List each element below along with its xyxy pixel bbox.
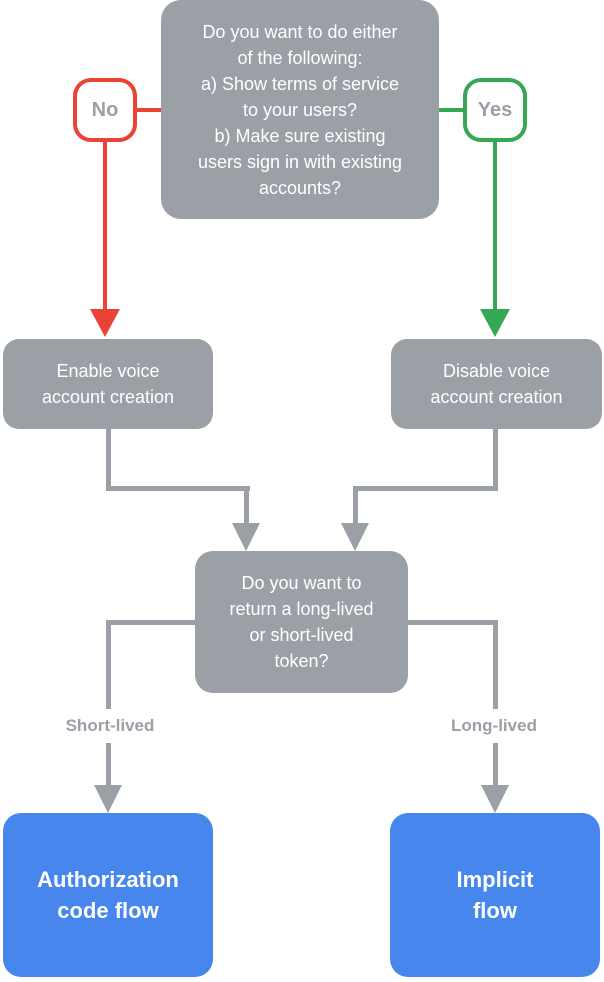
disable-elbow-horizontal-line xyxy=(353,486,498,491)
gray-arrowhead-down-icon xyxy=(94,785,122,813)
enable-elbow-vertical-line xyxy=(106,429,111,491)
gray-arrowhead-down-icon xyxy=(232,523,260,551)
implicit-flow-node: Implicit flow xyxy=(390,813,600,977)
disable-elbow-drop-line xyxy=(353,486,358,524)
short-lived-vertical-line xyxy=(106,620,111,786)
disable-elbow-vertical-line xyxy=(493,429,498,491)
enable-elbow-horizontal-line xyxy=(106,486,250,491)
yes-branch-horizontal-line xyxy=(439,108,464,112)
red-arrowhead-down-icon xyxy=(90,309,120,337)
gray-arrowhead-down-icon xyxy=(481,785,509,813)
enable-elbow-drop-line xyxy=(244,486,249,524)
token-lifetime-question-node: Do you want to return a long-lived or sh… xyxy=(195,551,408,693)
long-lived-vertical-line xyxy=(493,620,498,786)
no-branch-horizontal-line xyxy=(136,108,161,112)
yes-badge: Yes xyxy=(463,78,527,142)
long-lived-horizontal-line xyxy=(408,620,497,625)
yes-branch-vertical-line xyxy=(493,140,497,310)
green-arrowhead-down-icon xyxy=(480,309,510,337)
long-lived-edge-label: Long-lived xyxy=(409,709,579,743)
gray-arrowhead-down-icon xyxy=(341,523,369,551)
short-lived-edge-label: Short-lived xyxy=(25,709,195,743)
authorization-code-flow-node: Authorization code flow xyxy=(3,813,213,977)
root-question-node: Do you want to do either of the followin… xyxy=(161,0,439,219)
enable-voice-account-creation-node: Enable voice account creation xyxy=(3,339,213,429)
short-lived-horizontal-line xyxy=(106,620,195,625)
no-branch-vertical-line xyxy=(103,140,107,310)
disable-voice-account-creation-node: Disable voice account creation xyxy=(391,339,602,429)
no-badge: No xyxy=(73,78,137,142)
